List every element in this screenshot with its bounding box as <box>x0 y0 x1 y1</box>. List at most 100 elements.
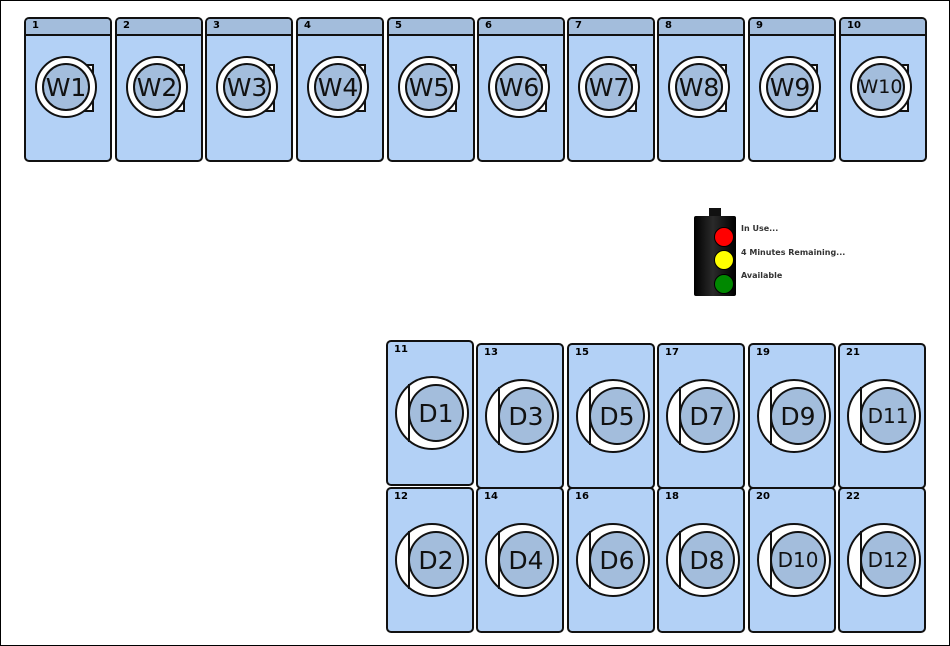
dryer-door: D7 <box>666 379 740 453</box>
machine-number: 13 <box>484 347 498 358</box>
dryer-hinge <box>860 387 862 445</box>
dryer-door: D6 <box>576 523 650 597</box>
machine-number: 14 <box>484 491 498 502</box>
washer-door: W1 <box>35 56 97 118</box>
washer-top-strip <box>389 19 473 36</box>
dryer-label: D1 <box>408 384 464 442</box>
washer-8[interactable]: 8 W8 <box>657 17 745 162</box>
dryer-door: D9 <box>757 379 831 453</box>
washer-top-strip <box>298 19 382 36</box>
machine-number: 6 <box>485 20 492 31</box>
washer-label: W4 <box>314 63 362 111</box>
dryer-label: D9 <box>770 387 826 445</box>
dryer-hinge <box>498 531 500 589</box>
machine-number: 18 <box>665 491 679 502</box>
washer-top-strip <box>117 19 201 36</box>
machine-number: 8 <box>665 20 672 31</box>
green-light-icon <box>714 274 734 294</box>
washer-10[interactable]: 10 W10 <box>839 17 927 162</box>
dryer-label: D6 <box>589 531 645 589</box>
legend-in-use: In Use... <box>741 224 779 233</box>
dryer-10[interactable]: 20 D10 <box>748 487 836 633</box>
dryer-8[interactable]: 18 D8 <box>657 487 745 633</box>
red-light-icon <box>714 227 734 247</box>
washer-door: W6 <box>488 56 550 118</box>
washer-top-strip <box>659 19 743 36</box>
dryer-label: D5 <box>589 387 645 445</box>
washer-5[interactable]: 5 W5 <box>387 17 475 162</box>
dryer-door: D10 <box>757 523 831 597</box>
machine-number: 15 <box>575 347 589 358</box>
machine-number: 7 <box>575 20 582 31</box>
washer-door: W9 <box>759 56 821 118</box>
dryer-11[interactable]: 21 D11 <box>838 343 926 489</box>
dryer-hinge <box>498 387 500 445</box>
dryer-6[interactable]: 16 D6 <box>567 487 655 633</box>
dryer-label: D11 <box>860 387 916 445</box>
dryer-door: D5 <box>576 379 650 453</box>
dryer-3[interactable]: 13 D3 <box>476 343 564 489</box>
washer-label: W10 <box>857 63 905 111</box>
washer-3[interactable]: 3 W3 <box>205 17 293 162</box>
machine-number: 9 <box>756 20 763 31</box>
machine-number: 17 <box>665 347 679 358</box>
dryer-9[interactable]: 19 D9 <box>748 343 836 489</box>
washer-door: W2 <box>126 56 188 118</box>
washer-top-strip <box>750 19 834 36</box>
dryer-12[interactable]: 22 D12 <box>838 487 926 633</box>
dryer-door: D2 <box>395 523 469 597</box>
washer-door: W10 <box>850 56 912 118</box>
machine-number: 22 <box>846 491 860 502</box>
traffic-light-cap <box>709 208 721 218</box>
washer-2[interactable]: 2 W2 <box>115 17 203 162</box>
machine-number: 11 <box>394 344 408 355</box>
washer-label: W1 <box>42 63 90 111</box>
dryer-hinge <box>770 387 772 445</box>
dryer-door: D3 <box>485 379 559 453</box>
dryer-label: D3 <box>498 387 554 445</box>
washer-top-strip <box>479 19 563 36</box>
dryer-4[interactable]: 14 D4 <box>476 487 564 633</box>
washer-door: W4 <box>307 56 369 118</box>
machine-number: 1 <box>32 20 39 31</box>
washer-label: W8 <box>675 63 723 111</box>
dryer-label: D7 <box>679 387 735 445</box>
dryer-door: D12 <box>847 523 921 597</box>
washer-door: W7 <box>578 56 640 118</box>
dryer-label: D4 <box>498 531 554 589</box>
status-legend: In Use... 4 Minutes Remaining... Availab… <box>694 208 854 298</box>
washer-top-strip <box>207 19 291 36</box>
washer-door: W3 <box>216 56 278 118</box>
washer-label: W9 <box>766 63 814 111</box>
dryer-hinge <box>860 531 862 589</box>
washer-1[interactable]: 1 W1 <box>24 17 112 162</box>
dryer-door: D8 <box>666 523 740 597</box>
machine-number: 16 <box>575 491 589 502</box>
washer-4[interactable]: 4 W4 <box>296 17 384 162</box>
dryer-hinge <box>589 531 591 589</box>
washer-7[interactable]: 7 W7 <box>567 17 655 162</box>
washer-label: W6 <box>495 63 543 111</box>
machine-number: 5 <box>395 20 402 31</box>
dryer-5[interactable]: 15 D5 <box>567 343 655 489</box>
dryer-door: D4 <box>485 523 559 597</box>
machine-number: 19 <box>756 347 770 358</box>
washer-label: W5 <box>405 63 453 111</box>
machine-number: 10 <box>847 20 861 31</box>
dryer-7[interactable]: 17 D7 <box>657 343 745 489</box>
machine-number: 4 <box>304 20 311 31</box>
dryer-hinge <box>770 531 772 589</box>
dryer-2[interactable]: 12 D2 <box>386 487 474 633</box>
machine-number: 3 <box>213 20 220 31</box>
washer-top-strip <box>569 19 653 36</box>
dryer-1[interactable]: 11 D1 <box>386 340 474 486</box>
washer-9[interactable]: 9 W9 <box>748 17 836 162</box>
dryer-hinge <box>408 384 410 442</box>
machine-number: 20 <box>756 491 770 502</box>
washer-door: W8 <box>668 56 730 118</box>
dryer-hinge <box>589 387 591 445</box>
washer-top-strip <box>26 19 110 36</box>
dryer-hinge <box>408 531 410 589</box>
dryer-label: D8 <box>679 531 735 589</box>
washer-6[interactable]: 6 W6 <box>477 17 565 162</box>
